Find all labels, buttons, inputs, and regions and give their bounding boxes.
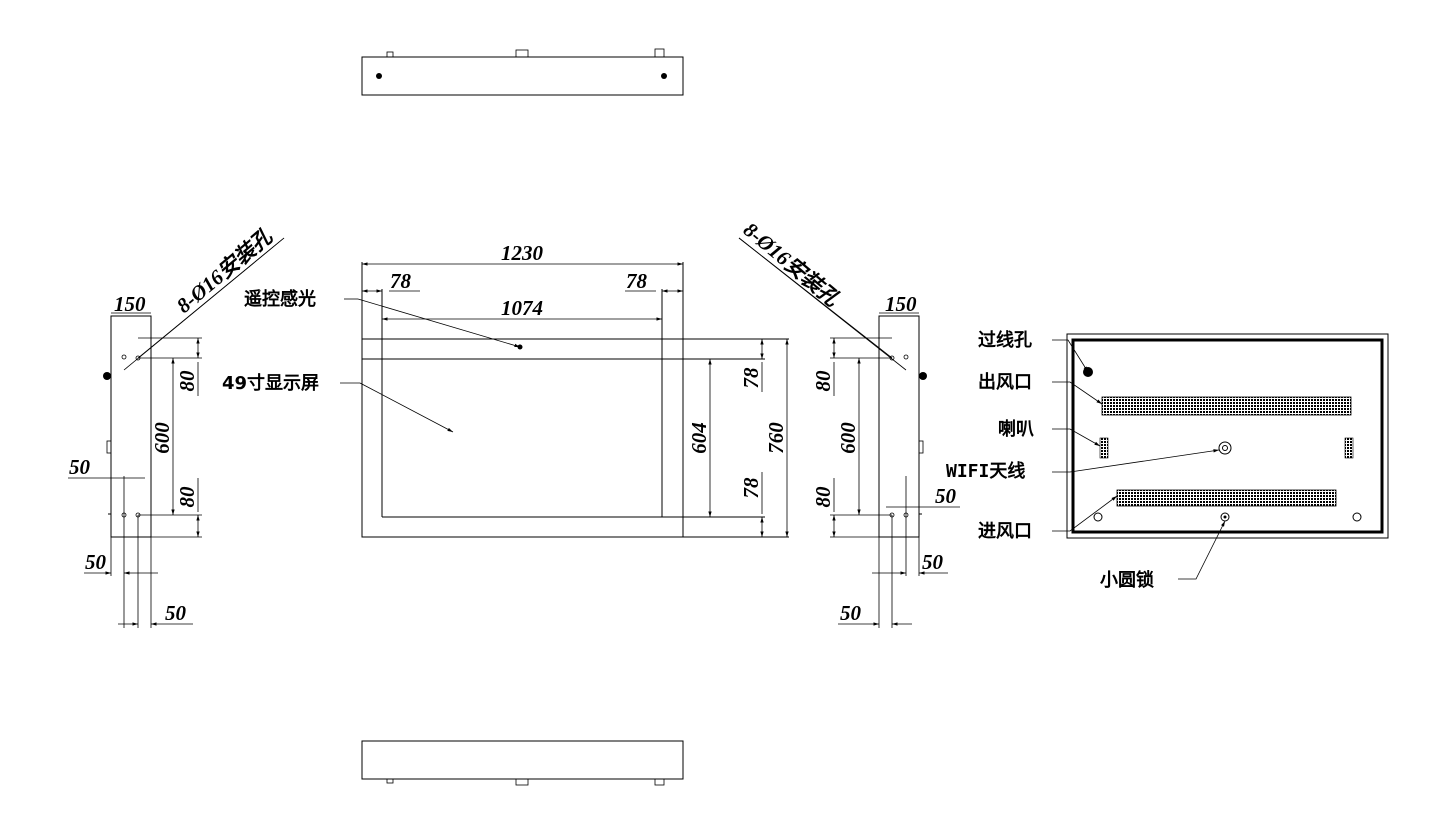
rear-view: 过线孔 出风口 喇叭 WIFI天线 进风口 小圆锁	[946, 329, 1389, 591]
top-view-tab-center	[515, 49, 529, 58]
left-dim-depth: 150	[114, 292, 146, 316]
right-dim-depth: 150	[885, 292, 917, 316]
dim-overall-width: 1230	[501, 241, 544, 265]
dim-frame-bottom: 78	[739, 477, 763, 499]
dim-overall-height: 760	[764, 422, 788, 454]
bottom-view-lock	[654, 778, 665, 786]
right-dim-top-offset: 80	[811, 370, 835, 392]
top-view-body	[361, 56, 684, 96]
bottom-view-body	[361, 740, 684, 780]
left-dim-hole-pitch: 600	[150, 422, 174, 454]
right-side-body	[878, 315, 920, 538]
air-inlet-grille	[1116, 489, 1337, 507]
left-side-tab	[106, 440, 112, 454]
rear-screw-left	[1093, 512, 1103, 522]
label-small-lock: 小圆锁	[1100, 569, 1154, 591]
label-air-inlet: 进风口	[978, 521, 1032, 542]
left-dim-50-a: 50	[69, 455, 91, 479]
right-dim-50-b: 50	[922, 550, 944, 574]
right-dim-bottom-offset: 80	[811, 486, 835, 508]
bottom-view-tab-left	[386, 778, 394, 784]
rear-inner-frame	[1071, 338, 1384, 534]
dim-frame-right: 78	[626, 269, 648, 293]
rear-screw-right	[1352, 512, 1362, 522]
label-ir-sensor: 遥控感光	[244, 288, 316, 310]
right-holes-label: 8-Ø16安装孔	[739, 217, 845, 311]
front-view-outline	[361, 338, 684, 538]
label-cable-hole: 过线孔	[978, 329, 1032, 351]
dim-screen-width: 1074	[501, 296, 543, 320]
top-view-hole-left	[376, 73, 382, 79]
front-view: 1230 78 78 1074 604 78 78 760 遥控感光 49寸显示…	[222, 241, 789, 538]
dim-screen-height: 604	[687, 422, 711, 454]
wifi-antenna-icon	[1218, 441, 1232, 455]
bottom-view	[361, 740, 684, 786]
left-dim-50-c: 50	[165, 601, 187, 625]
side-view-left: 150 80 600 80 50 50 50 8-Ø16安装孔	[68, 224, 285, 628]
dim-frame-left: 78	[390, 269, 412, 293]
top-view-hole-right	[661, 73, 667, 79]
left-dim-bottom-offset: 80	[175, 486, 199, 508]
label-speaker: 喇叭	[998, 419, 1034, 440]
air-outlet-grille	[1101, 396, 1352, 416]
label-air-outlet: 出风口	[978, 371, 1032, 393]
left-dim-top-offset: 80	[175, 370, 199, 392]
speaker-left-icon	[1099, 437, 1109, 459]
right-dim-hole-pitch: 600	[836, 422, 860, 454]
left-side-body	[110, 315, 152, 538]
left-dim-50-b: 50	[85, 550, 107, 574]
top-view-tab-left	[386, 51, 394, 58]
left-side-lock	[103, 372, 111, 380]
right-dim-50-a: 50	[935, 484, 957, 508]
right-side-tab	[918, 440, 924, 454]
top-view	[361, 48, 684, 96]
bottom-view-tab-center	[515, 778, 529, 786]
top-view-lock	[654, 48, 665, 58]
right-dim-50-c: 50	[840, 601, 862, 625]
right-side-lock	[919, 372, 927, 380]
rear-outer-frame	[1066, 333, 1389, 539]
label-screen: 49寸显示屏	[222, 372, 319, 394]
speaker-right-icon	[1344, 437, 1354, 459]
label-wifi-antenna: WIFI天线	[946, 460, 1025, 482]
dim-frame-top: 78	[739, 367, 763, 389]
